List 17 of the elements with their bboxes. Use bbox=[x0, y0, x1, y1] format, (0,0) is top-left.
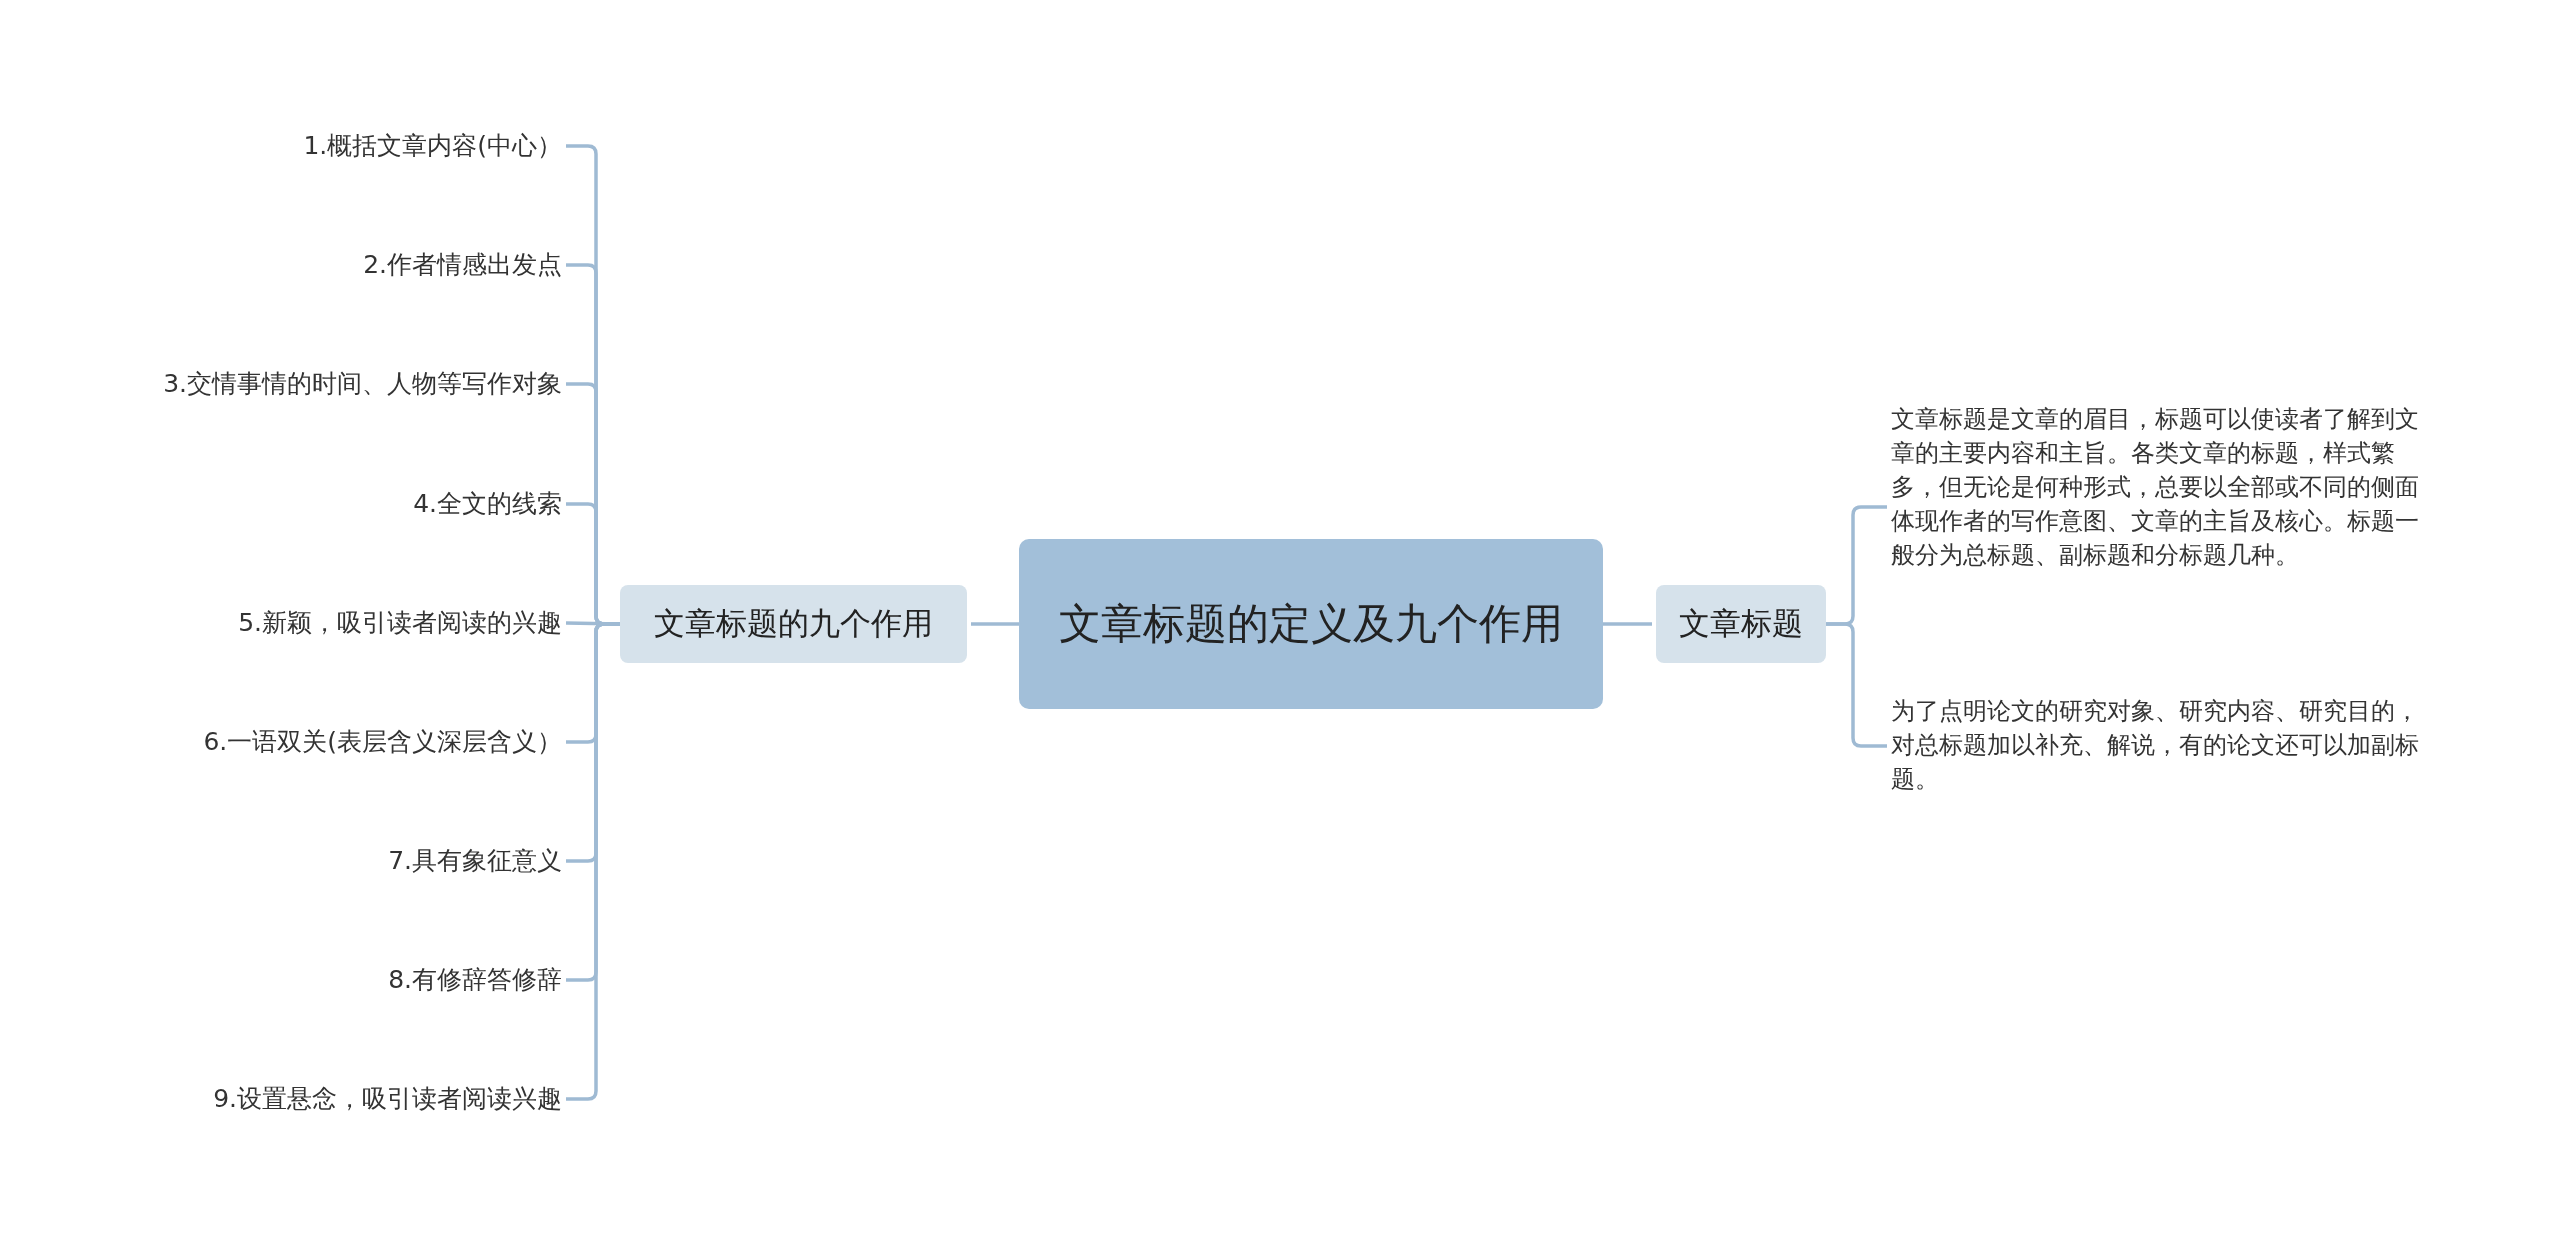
leaf-text: 1.概括文章内容(中心） bbox=[303, 129, 562, 163]
leaf-text: 5.新颖，吸引读者阅读的兴趣 bbox=[238, 606, 562, 640]
branch-box: 文章标题 bbox=[1656, 585, 1826, 663]
leaf-text: 6.一语双关(表层含义深层含义） bbox=[203, 725, 562, 759]
leaf-text: 4.全文的线索 bbox=[413, 487, 562, 521]
leaf-text: 3.交情事情的时间、人物等写作对象 bbox=[163, 367, 562, 401]
leaf-text: 文章标题是文章的眉目，标题可以使读者了解到文章的主要内容和主旨。各类文章的标题，样式繁多，但无论是何种形式，总要以全部或不同的侧面体现作者的写作意图、文章的主旨及核心。标题一般分为总标题、副标题和分标题几种。 bbox=[1891, 402, 2441, 612]
topic-box: 文章标题的定义及九个作用 bbox=[1019, 539, 1603, 709]
connector-line bbox=[566, 622, 620, 1101]
leaf-text: 7.具有象征意义 bbox=[388, 844, 562, 878]
leaf-text: 9.设置悬念，吸引读者阅读兴趣 bbox=[213, 1082, 562, 1116]
leaf-text: 8.有修辞答修辞 bbox=[388, 963, 562, 997]
leaf-text: 2.作者情感出发点 bbox=[363, 248, 562, 282]
connector-line bbox=[971, 622, 1019, 626]
connector-line bbox=[1603, 622, 1652, 626]
branch-box: 文章标题的九个作用 bbox=[620, 585, 967, 663]
leaf-text: 为了点明论文的研究对象、研究内容、研究目的，对总标题加以补充、解说，有的论文还可以加副标题。 bbox=[1891, 694, 2441, 798]
